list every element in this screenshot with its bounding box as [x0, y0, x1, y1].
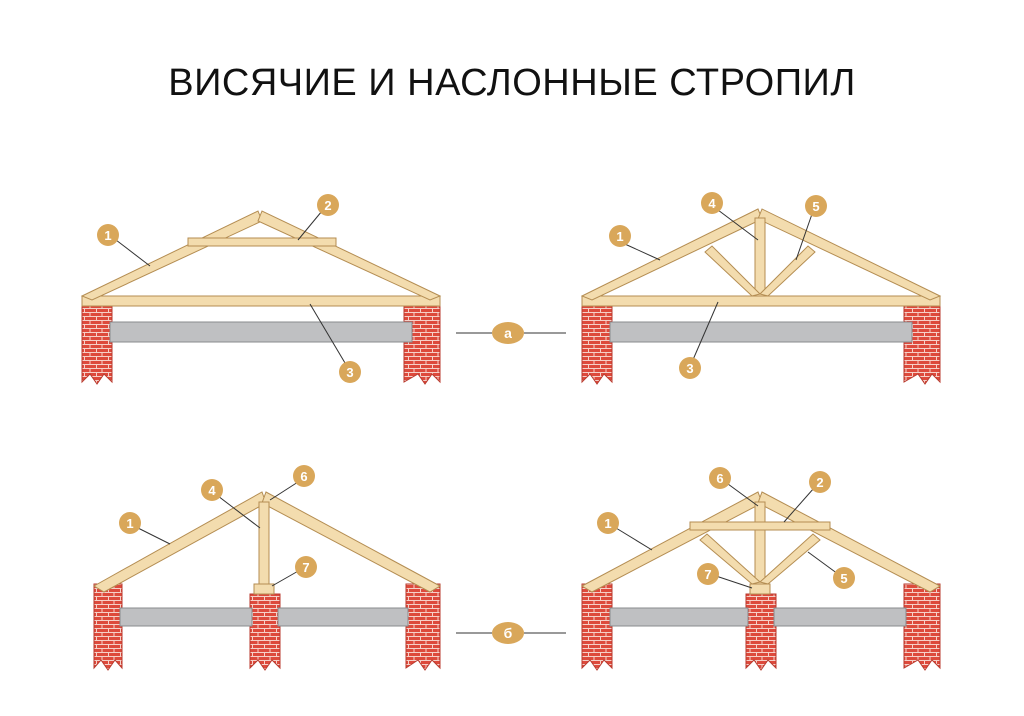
wall-plate	[749, 583, 771, 595]
svg-text:б: б	[504, 625, 513, 641]
tie-beam	[81, 295, 441, 307]
brick-wall-center	[745, 593, 777, 671]
rafter-left	[580, 491, 763, 593]
callout-1: 1	[609, 225, 631, 247]
diagram-bottom-left: 4 6 1 7	[93, 465, 442, 671]
svg-text:4: 4	[208, 483, 216, 498]
rafter-left	[93, 491, 267, 593]
diagram-top-right: 4 1 5 3	[580, 192, 942, 385]
tie-beam	[581, 295, 941, 307]
strut-left	[704, 245, 761, 297]
callout-4: 4	[201, 479, 223, 501]
collar-tie	[187, 237, 337, 247]
floor-slab-right	[773, 607, 907, 627]
strut-right	[759, 245, 816, 297]
svg-text:5: 5	[812, 199, 819, 214]
svg-text:1: 1	[604, 516, 611, 531]
strut-right	[758, 533, 821, 585]
brick-wall-left	[93, 583, 123, 671]
brick-wall-left	[81, 305, 113, 385]
svg-text:1: 1	[104, 228, 111, 243]
callout-2: 2	[809, 471, 831, 493]
diagram-bottom-right: 6 2 1 7 5	[580, 467, 942, 671]
page-title: ВИСЯЧИЕ И НАСЛОННЫЕ СТРОПИЛ	[168, 62, 856, 104]
svg-text:3: 3	[346, 365, 353, 380]
collar-tie	[689, 521, 831, 531]
callout-4: 4	[701, 192, 723, 214]
floor-slab	[109, 321, 413, 343]
svg-text:7: 7	[704, 567, 711, 582]
brick-wall-right	[903, 583, 941, 671]
callout-2: 2	[317, 194, 339, 216]
wall-plate	[253, 583, 275, 595]
svg-text:5: 5	[840, 571, 847, 586]
callout-7: 7	[295, 556, 317, 578]
separator-a: а	[456, 322, 566, 344]
callout-5: 5	[805, 195, 827, 217]
svg-text:6: 6	[716, 471, 723, 486]
svg-text:4: 4	[708, 196, 716, 211]
svg-text:2: 2	[324, 198, 331, 213]
brick-wall-right	[405, 583, 441, 671]
brick-wall-right	[403, 305, 441, 385]
brick-wall-right	[903, 305, 941, 385]
svg-text:1: 1	[126, 516, 133, 531]
floor-slab-left	[119, 607, 253, 627]
rafter-post	[258, 501, 270, 585]
callout-1: 1	[97, 224, 119, 246]
callout-1: 1	[597, 512, 619, 534]
svg-text:1: 1	[616, 229, 623, 244]
callout-3: 3	[339, 361, 361, 383]
svg-text:6: 6	[300, 469, 307, 484]
svg-text:а: а	[504, 325, 512, 341]
callout-6: 6	[293, 465, 315, 487]
svg-text:3: 3	[686, 361, 693, 376]
diagram-top-left: 1 2 3	[80, 194, 442, 385]
rafter-right	[257, 210, 442, 301]
callout-1: 1	[119, 512, 141, 534]
king-post	[754, 217, 766, 297]
callout-7: 7	[697, 563, 719, 585]
callout-6: 6	[709, 467, 731, 489]
svg-text:7: 7	[302, 560, 309, 575]
floor-slab	[609, 321, 913, 343]
brick-wall-left	[581, 305, 613, 385]
separator-b: б	[456, 622, 566, 644]
callout-5: 5	[833, 567, 855, 589]
brick-wall-center	[249, 593, 281, 671]
callout-3: 3	[679, 357, 701, 379]
brick-wall-left	[581, 583, 613, 671]
rafter-right	[757, 208, 942, 301]
floor-slab-right	[277, 607, 409, 627]
floor-slab-left	[609, 607, 749, 627]
rafter-post	[754, 501, 766, 585]
svg-text:2: 2	[816, 475, 823, 490]
